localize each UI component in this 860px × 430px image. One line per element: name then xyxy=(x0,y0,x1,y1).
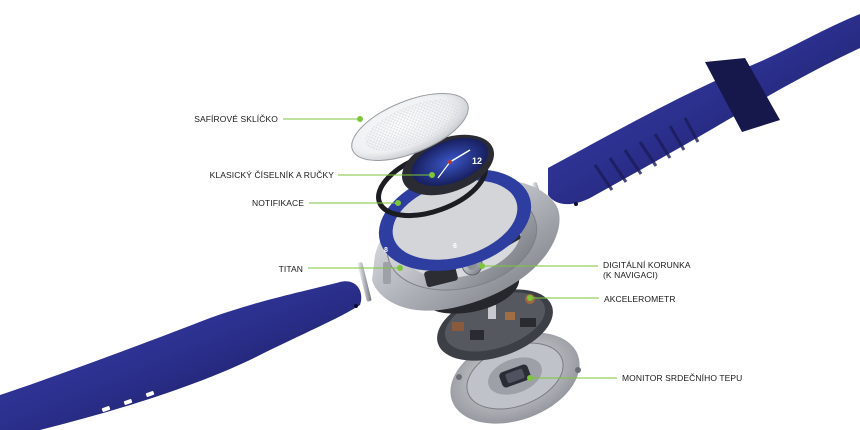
bezel-numeral-six: 6 xyxy=(453,243,457,250)
bezel-numeral-eight: 8 xyxy=(384,247,388,254)
label-sapphire-crystal: SAFÍROVÉ SKLÍČKO xyxy=(194,114,278,124)
label-accelerometer: AKCELEROMETR xyxy=(604,294,676,304)
left-spring-bar xyxy=(357,262,372,302)
label-heart-rate-monitor: MONITOR SRDEČNÍHO TEPU xyxy=(622,373,743,383)
right-strap xyxy=(548,14,860,206)
sapphire-crystal xyxy=(351,93,469,161)
label-digital-crown: DIGITÁLNÍ KORUNKA (K NAVIGACI) xyxy=(603,260,691,280)
leader-lines xyxy=(283,116,617,381)
label-notifications: NOTIFIKACE xyxy=(251,198,304,208)
label-dial-and-hands: KLASICKÝ ČÍSELNÍK A RUČKY xyxy=(209,170,334,180)
dial-numeral-twelve: 12 xyxy=(472,156,482,166)
label-digital-crown-line1: DIGITÁLNÍ KORUNKA xyxy=(603,260,691,270)
left-strap xyxy=(0,281,362,430)
bezel: 6 8 xyxy=(378,169,532,271)
label-digital-crown-line2: (K NAVIGACI) xyxy=(603,270,658,280)
label-titanium: TITAN xyxy=(278,264,303,274)
